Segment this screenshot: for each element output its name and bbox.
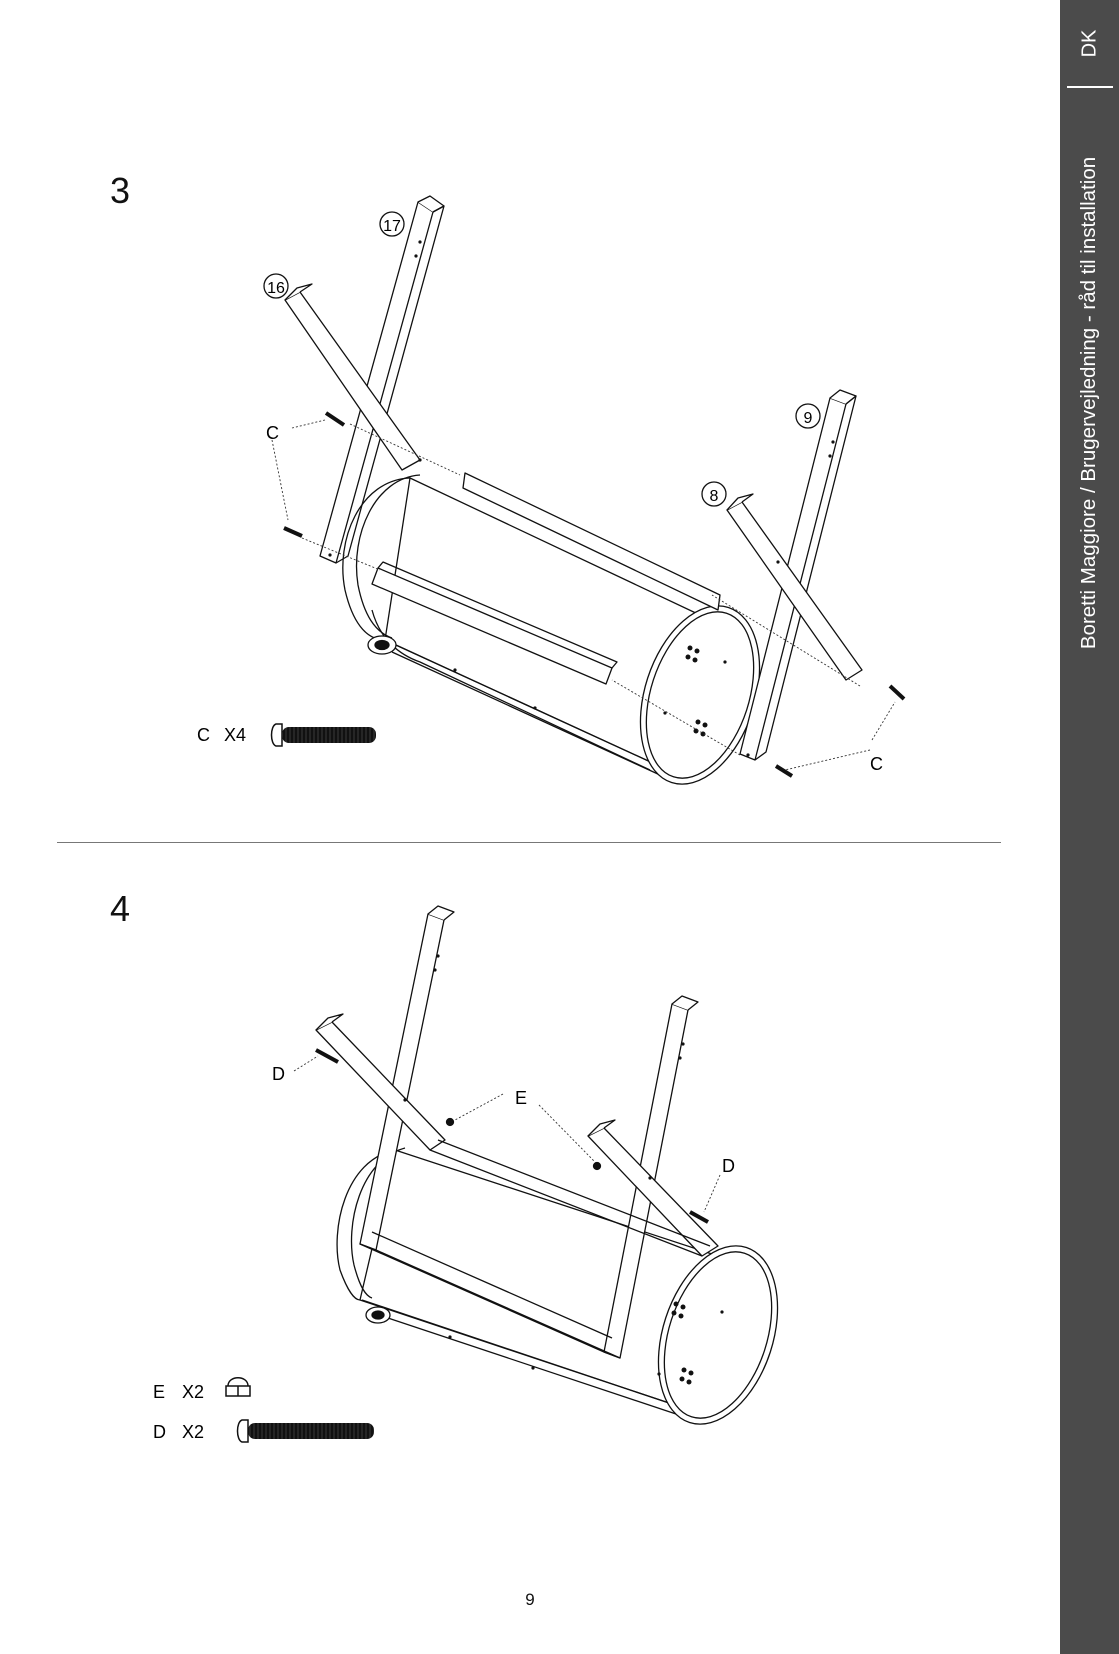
part-letter-e: E (153, 1382, 165, 1402)
bolt-c-4 (774, 764, 794, 778)
bolt-c-3 (888, 684, 906, 701)
page-number: 9 (525, 1590, 535, 1609)
step-4-number: 4 (110, 888, 131, 929)
assembly-diagram: 17 16 9 8 C C C X4 (153, 195, 906, 1443)
step-4-illustration (293, 905, 779, 1425)
cart-body-step3 (342, 472, 761, 785)
sidebar-divider (1067, 86, 1113, 88)
cart-body-step4 (336, 1147, 779, 1425)
bolt-c-icon (270, 723, 376, 747)
part-qty-e: X2 (182, 1382, 204, 1402)
hardware-label-c-left: C (266, 423, 279, 443)
frame-step4 (315, 905, 719, 1359)
step-3-illustration (263, 195, 906, 785)
leg-9 (739, 389, 857, 761)
callout-circle-9 (795, 403, 821, 429)
part-qty-d: X2 (182, 1422, 204, 1442)
hardware-label-d-left: D (272, 1064, 285, 1084)
bolt-d-2 (689, 1210, 709, 1224)
step-separator (57, 842, 1001, 843)
hardware-label-d-right: D (722, 1156, 735, 1176)
step-3-number: 3 (110, 170, 131, 211)
bolt-c-2 (283, 526, 303, 538)
bolt-c-1 (324, 411, 346, 427)
callout-16: 16 (267, 280, 285, 297)
hardware-label-e: E (515, 1088, 527, 1108)
callout-17: 17 (383, 218, 401, 235)
sidebar-background (1060, 0, 1119, 1654)
bolt-d-1 (315, 1048, 339, 1064)
nut-e-icon (225, 1377, 251, 1397)
part-letter-c: C (197, 725, 210, 745)
nut-e-2 (592, 1161, 602, 1171)
part-qty-c: X4 (224, 725, 246, 745)
leg-8 (726, 493, 863, 681)
language-code: DK (1077, 29, 1100, 57)
callout-circle-8 (701, 481, 727, 507)
callout-circle-16 (263, 273, 289, 299)
callout-8: 8 (710, 488, 719, 505)
callout-circle-17 (379, 211, 405, 237)
hardware-label-c-right: C (870, 754, 883, 774)
callout-9: 9 (804, 410, 813, 427)
bolt-d-icon (236, 1419, 374, 1443)
nut-e-1 (445, 1117, 455, 1127)
part-letter-d: D (153, 1422, 166, 1442)
manual-title: Boretti Maggiore / Brugervejledning - rå… (1077, 156, 1101, 649)
leg-17 (319, 195, 445, 564)
